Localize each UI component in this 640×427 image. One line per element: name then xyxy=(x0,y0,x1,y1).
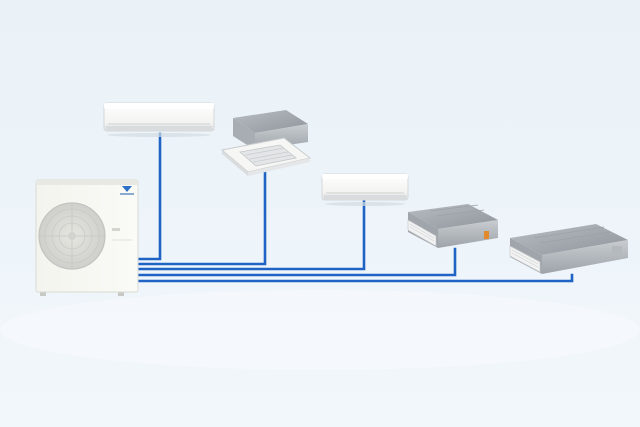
wall-mounted-ac-icon xyxy=(103,102,215,137)
outdoor-condenser-icon xyxy=(35,179,139,296)
wall-mounted-ac-icon-2 xyxy=(321,173,409,206)
floor-glow xyxy=(0,290,640,370)
line-ducted-unit-1 xyxy=(136,247,457,277)
refrigerant-lines xyxy=(136,132,574,283)
line-cassette-unit xyxy=(136,166,267,266)
line-wall-unit-1 xyxy=(136,132,162,261)
line-ducted-unit-2 xyxy=(136,273,574,283)
ducted-unit-icon xyxy=(407,204,498,248)
ducted-unit-icon-2 xyxy=(509,224,628,274)
brand-logo-icon xyxy=(122,186,132,192)
line-wall-unit-2 xyxy=(136,198,366,271)
drain-connector-icon xyxy=(484,231,489,239)
ceiling-cassette-icon xyxy=(220,110,312,176)
